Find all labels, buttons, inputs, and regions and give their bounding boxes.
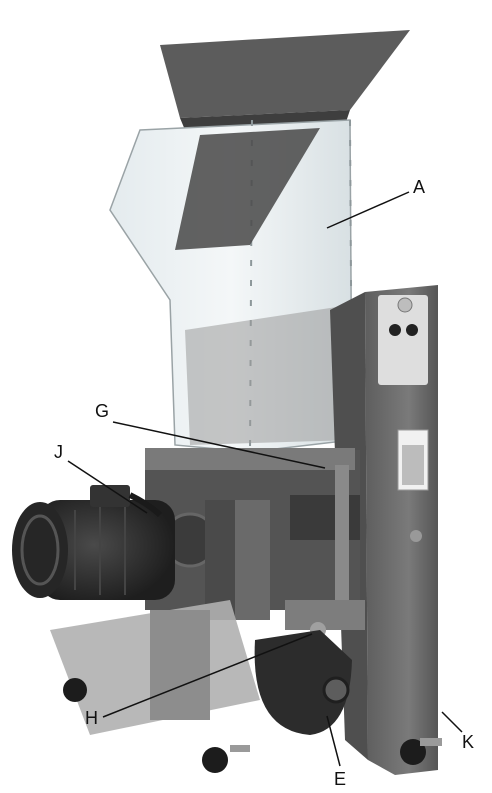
- hopper-internal-chute: [175, 128, 320, 250]
- leader-line-G: [112, 421, 326, 469]
- callout-J: J: [54, 442, 63, 462]
- control-column: [365, 285, 438, 775]
- leader-line-E: [326, 715, 341, 767]
- motor-cable: [128, 492, 163, 518]
- mount-bracket: [230, 500, 270, 620]
- hopper-edge-right: [349, 119, 353, 441]
- castor-wheel: [63, 678, 87, 702]
- callout-H: H: [85, 708, 98, 728]
- castor-brake-pedal: [420, 738, 442, 746]
- lower-frame-plate: [285, 600, 365, 630]
- hopper-rear-panel: [185, 305, 352, 445]
- trolley-rail: [150, 610, 210, 720]
- castor-brake-pedal: [230, 745, 250, 752]
- start-button: [389, 324, 401, 336]
- motor-fan-grille: [20, 514, 60, 586]
- callout-A: A: [413, 177, 426, 197]
- leader-line-K: [441, 711, 463, 733]
- side-lever: [335, 465, 349, 605]
- leader-line-J: [67, 460, 148, 514]
- leader-line-A: [326, 191, 410, 229]
- castor-wheel: [202, 747, 228, 773]
- warning-label-text: [402, 445, 424, 485]
- discharge-housing: [254, 630, 352, 735]
- clamp-assembly: [290, 495, 360, 540]
- main-switch: [397, 297, 413, 313]
- callout-K: K: [462, 732, 475, 752]
- motor-body: [40, 500, 175, 600]
- stop-button: [406, 324, 418, 336]
- control-panel: [378, 295, 428, 385]
- feed-funnel: [160, 30, 410, 118]
- leader-line-H: [102, 633, 313, 718]
- callout-E: E: [334, 769, 347, 789]
- terminal-box: [90, 485, 130, 507]
- column-screw: [410, 530, 422, 542]
- discharge-port: [322, 676, 350, 704]
- castor-wheel: [400, 739, 426, 765]
- chamber-top-plate: [145, 448, 355, 470]
- callout-G: G: [95, 401, 110, 421]
